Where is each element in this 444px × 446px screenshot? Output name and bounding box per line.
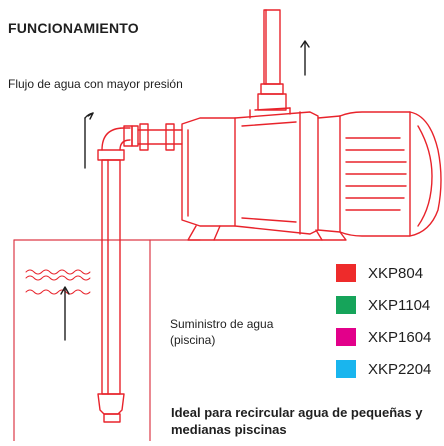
pump-housing [181, 107, 442, 241]
up-arrow-icon [60, 286, 70, 341]
model-legend: XKP804 XKP1104 XKP1604 XKP2204 [336, 262, 444, 390]
color-swatch [336, 360, 356, 378]
pool-basin [13, 239, 201, 442]
discharge-pipe [257, 9, 287, 111]
color-swatch [336, 328, 356, 346]
wave-icon [25, 269, 91, 295]
up-arrow-icon [84, 112, 94, 169]
legend-label: XKP804 [368, 264, 424, 282]
legend-item: XKP1604 [336, 326, 444, 348]
color-swatch [336, 296, 356, 314]
up-arrow-icon [300, 40, 310, 76]
ideal-caption: Ideal para recircular agua de pequeñas y… [171, 405, 423, 437]
legend-label: XKP2204 [368, 360, 432, 378]
legend-item: XKP2204 [336, 358, 444, 380]
supply-label: Suministro de agua (piscina) [170, 317, 274, 347]
page-title: FUNCIONAMIENTO [8, 20, 139, 36]
legend-item: XKP1104 [336, 294, 444, 316]
suction-pipe [97, 123, 183, 423]
legend-label: XKP1104 [368, 296, 431, 314]
flow-label: Flujo de agua con mayor presión [8, 77, 183, 91]
color-swatch [336, 264, 356, 282]
legend-item: XKP804 [336, 262, 444, 284]
legend-label: XKP1604 [368, 328, 432, 346]
